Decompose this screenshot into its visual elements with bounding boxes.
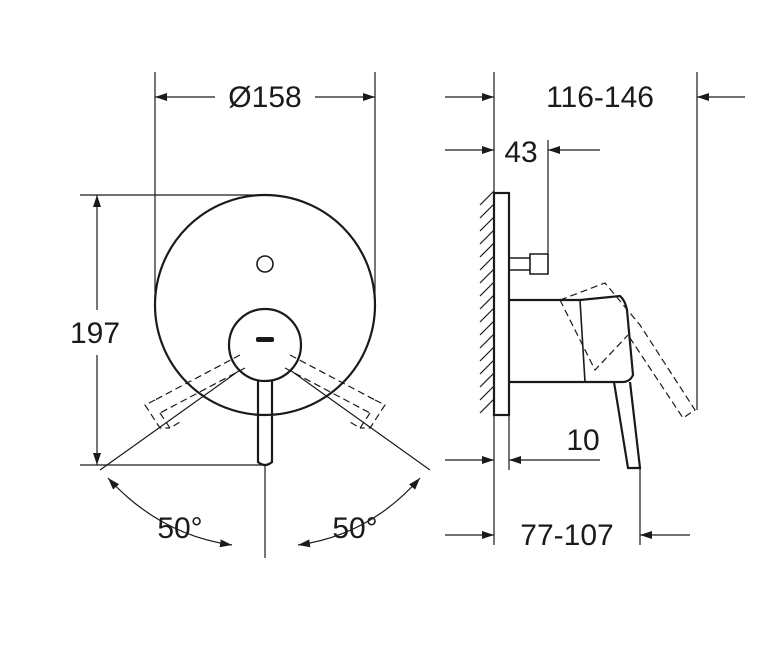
side-view: 116-146 43 10 77-107 (445, 72, 745, 552)
depth-10-label: 10 (566, 424, 599, 457)
lever-hub (227, 307, 303, 383)
depth-range-bottom-label: 77-107 (520, 519, 613, 552)
angle-right-label: 50° (332, 512, 377, 545)
wall-hatching (479, 190, 495, 414)
depth-43-label: 43 (504, 136, 537, 169)
lever-rotated-right (284, 354, 386, 429)
indicator-mark (256, 337, 274, 342)
height-label: 197 (70, 317, 120, 350)
lever-rotated-left (144, 354, 246, 429)
angle-left-label: 50° (157, 512, 202, 545)
diverter-profile (509, 253, 549, 275)
lever-handle (256, 380, 274, 467)
lever-rotated-side (559, 282, 696, 419)
diverter-knob (256, 255, 274, 273)
cover-plate-profile (492, 191, 511, 417)
body-profile (509, 294, 635, 384)
diameter-label: Ø158 (228, 81, 301, 114)
front-view: Ø158 197 50° 50° (70, 72, 431, 558)
depth-range-top-label: 116-146 (546, 81, 654, 114)
lever-profile (612, 381, 642, 470)
